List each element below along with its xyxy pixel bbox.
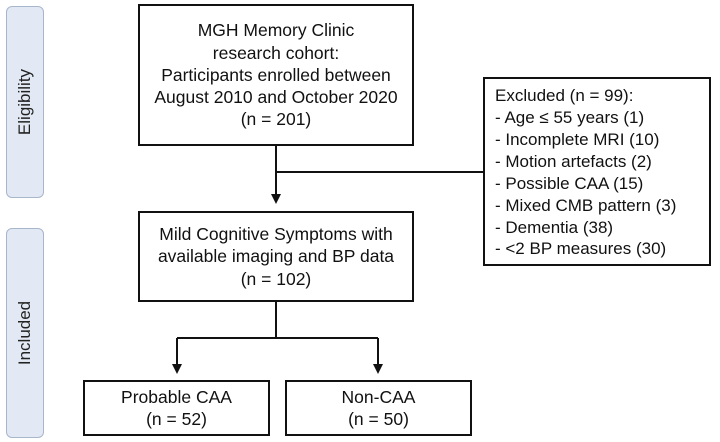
mild-line-2: available imaging and BP data: [157, 246, 395, 267]
excluded-item: - Possible CAA (15): [495, 173, 644, 193]
enrolled-line-4: August 2010 and October 2020: [154, 87, 398, 108]
probable-line-1: Probable CAA: [121, 386, 232, 407]
box-excluded: Excluded (n = 99): - Age ≤ 55 years (1) …: [483, 77, 711, 266]
enrolled-line-1: MGH Memory Clinic: [197, 20, 355, 41]
excluded-item: - Motion artefacts (2): [495, 151, 652, 171]
excluded-item: - Incomplete MRI (10): [495, 129, 660, 149]
stage-included: Included: [6, 228, 44, 438]
box-non-caa: Non-CAA (n = 50): [285, 380, 472, 436]
excluded-title: Excluded (n = 99):: [495, 86, 634, 105]
box-enrolled: MGH Memory Clinic research cohort: Parti…: [138, 4, 414, 146]
excluded-item: - Mixed CMB pattern (3): [495, 195, 677, 215]
mild-line-1: Mild Cognitive Symptoms with: [159, 224, 393, 245]
enrolled-line-3: Participants enrolled between: [161, 64, 391, 85]
enrolled-line-2: research cohort:: [212, 42, 340, 63]
enrolled-line-5: (n = 201): [240, 109, 312, 130]
noncaa-line-2: (n = 50): [348, 409, 409, 429]
probable-line-2: (n = 52): [146, 409, 207, 429]
box-mild-cognitive: Mild Cognitive Symptoms with available i…: [138, 211, 414, 302]
excluded-item: - Dementia (38): [495, 217, 614, 237]
mild-line-3: (n = 102): [240, 268, 312, 289]
stage-eligibility: Eligibility: [6, 6, 44, 198]
noncaa-line-1: Non-CAA: [341, 386, 416, 407]
excluded-item: - Age ≤ 55 years (1): [495, 107, 645, 127]
excluded-item: - <2 BP measures (30): [495, 239, 667, 259]
box-probable-caa: Probable CAA (n = 52): [83, 380, 270, 436]
